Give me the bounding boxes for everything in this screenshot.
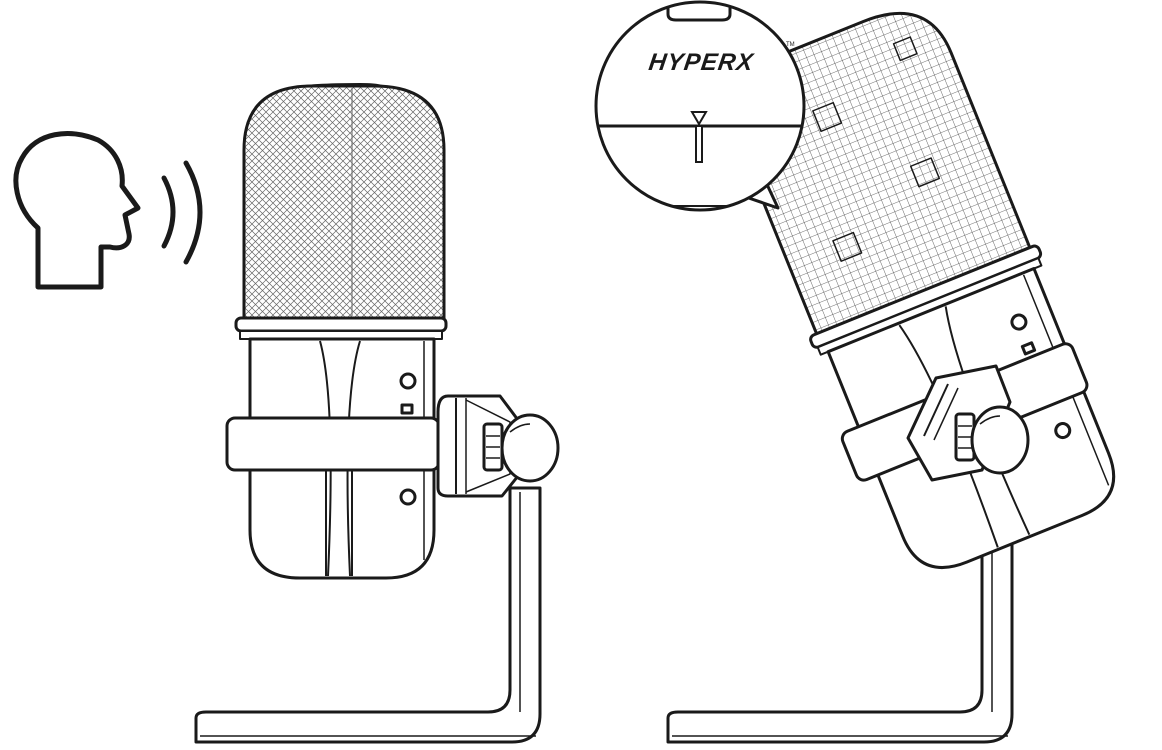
microphone-upright — [194, 83, 560, 744]
speaker-head-icon — [13, 131, 141, 290]
gain-knob-hole-icon — [399, 372, 417, 390]
tension-knob-right — [954, 405, 1030, 475]
tension-knob-left — [482, 413, 560, 483]
sound-waves-icon — [161, 160, 203, 265]
stand-left — [194, 486, 542, 744]
hyperx-logo: HYPERX TM — [647, 42, 795, 76]
mute-led-icon — [400, 403, 414, 415]
trademark-mark: TM — [786, 42, 795, 48]
headphone-jack-icon — [399, 488, 417, 506]
callout-bubble — [594, 0, 806, 212]
center-marker-icon — [690, 111, 708, 126]
grille-ring-left — [234, 316, 448, 333]
mount-band-left — [225, 416, 441, 472]
brand-wordmark: HYPERX — [647, 49, 756, 76]
microphone-tilted — [666, 12, 1116, 744]
grille-left — [242, 83, 446, 320]
